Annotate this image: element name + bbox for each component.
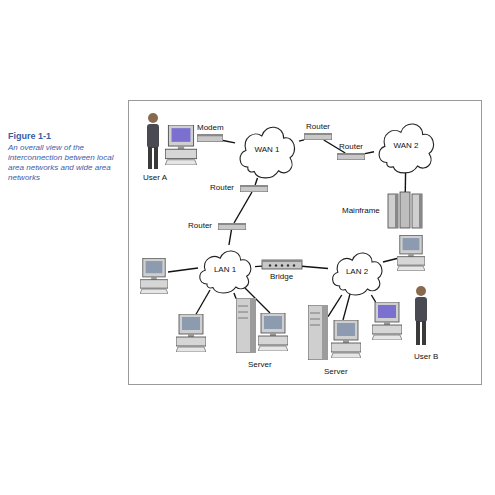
- network-label: LAN 1: [195, 245, 255, 293]
- router-icon: [337, 153, 365, 160]
- illustration-part: [195, 290, 210, 316]
- illustration-part: [275, 264, 277, 266]
- illustration-part: [416, 321, 420, 345]
- router-node: Router: [240, 185, 268, 192]
- illustration-part: [262, 260, 302, 262]
- person-figure: [415, 286, 427, 345]
- pc-icon: [176, 314, 206, 352]
- wan-cloud-node: WAN 2: [374, 117, 438, 173]
- network-link: [371, 295, 375, 302]
- bridge-node: Bridge: [262, 260, 302, 269]
- illustration-part: [287, 264, 289, 266]
- illustration-part: [148, 113, 158, 123]
- figure-number: Figure 1-1: [8, 131, 51, 141]
- pc-icon: [258, 313, 288, 351]
- device-label: Mainframe: [342, 206, 380, 216]
- network-link: [223, 141, 235, 143]
- device-label: Server: [248, 360, 272, 370]
- device-label: Router: [188, 221, 212, 231]
- illustration-part: [281, 264, 283, 266]
- pc-icon: [397, 235, 425, 270]
- device-label: Router: [210, 183, 234, 193]
- illustration-part: [269, 264, 271, 266]
- illustration-part: [343, 294, 350, 320]
- router-node: Router: [218, 223, 246, 230]
- router-icon: [218, 223, 246, 230]
- server-icon: [236, 298, 256, 353]
- wan-cloud-node: WAN 1: [235, 120, 299, 178]
- illustration-part: [383, 258, 399, 262]
- network-link: [302, 266, 328, 268]
- mainframe-icon: [388, 192, 422, 228]
- pc-icon: [140, 258, 168, 293]
- router-node: Router: [337, 153, 365, 160]
- workstation-node: User B: [372, 302, 402, 340]
- pc-icon: [372, 302, 402, 340]
- illustration-part: [154, 147, 158, 169]
- network-link: [255, 178, 257, 185]
- pc-icon: [165, 125, 197, 165]
- lan-cloud-node: LAN 2: [328, 247, 386, 295]
- illustration-part: [419, 194, 422, 228]
- network-link: [405, 173, 407, 192]
- bridge-icon: [262, 260, 302, 269]
- device-label: Router: [306, 122, 330, 132]
- network-label: WAN 1: [235, 120, 299, 178]
- device-label: Bridge: [270, 272, 293, 282]
- illustration-part: [422, 321, 426, 345]
- network-link: [229, 230, 231, 245]
- person-figure: [147, 113, 159, 169]
- illustration-part: [400, 192, 410, 228]
- illustration-part: [415, 297, 427, 322]
- router-icon: [240, 185, 268, 192]
- network-link: [255, 265, 262, 267]
- illustration-part: [262, 260, 302, 269]
- modem-icon: [197, 134, 223, 142]
- server-icon: [308, 305, 328, 360]
- network-label: WAN 2: [374, 117, 438, 173]
- workstation-node: User A: [165, 125, 197, 165]
- network-link: [365, 152, 374, 154]
- device-label: User A: [143, 173, 167, 183]
- lan-cloud-node: LAN 1: [195, 245, 255, 293]
- device-label: Router: [339, 142, 363, 152]
- illustration-part: [147, 124, 159, 148]
- network-link: [234, 293, 236, 299]
- illustration-part: [416, 286, 426, 296]
- mainframe-node: Mainframe: [388, 192, 422, 228]
- device-label: Modem: [197, 123, 224, 133]
- illustration-part: [293, 264, 295, 266]
- illustration-part: [412, 194, 422, 228]
- device-label: User B: [414, 352, 438, 362]
- network-link: [234, 192, 252, 223]
- figure-caption: An overall view of the interconnection b…: [8, 143, 120, 183]
- server-node: Server: [308, 305, 328, 360]
- router-icon: [304, 133, 332, 140]
- illustration-part: [395, 194, 398, 228]
- network-label: LAN 2: [328, 247, 386, 295]
- server-node: Server: [236, 298, 256, 353]
- illustration-part: [168, 268, 198, 272]
- illustration-part: [388, 194, 398, 228]
- network-link: [328, 295, 342, 317]
- modem-node: Modem: [197, 134, 223, 142]
- illustration-part: [148, 147, 152, 169]
- pc-icon: [331, 320, 361, 358]
- device-label: Server: [324, 367, 348, 377]
- router-node: Router: [304, 133, 332, 140]
- network-link: [299, 140, 304, 141]
